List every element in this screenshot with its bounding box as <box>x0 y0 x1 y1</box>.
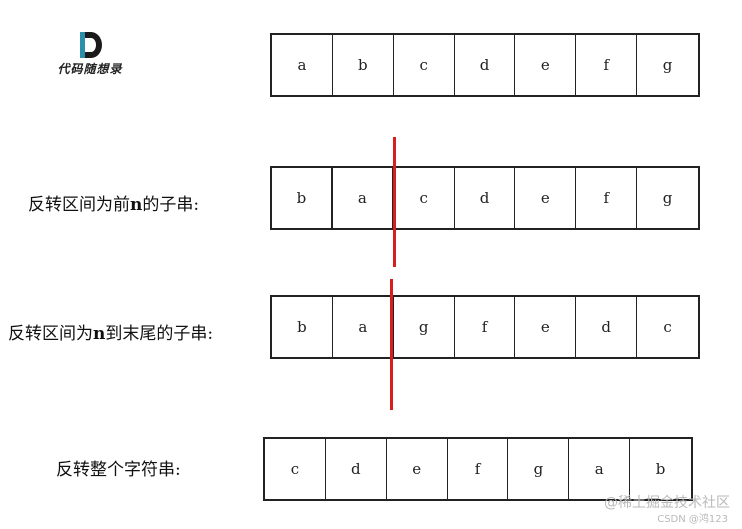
array-cell: c <box>394 168 455 228</box>
split-divider-line <box>390 279 393 410</box>
label-var: n <box>130 195 143 215</box>
array-cell: b <box>655 460 666 478</box>
step-label-reverse-all: 反转整个字符串: <box>56 455 181 480</box>
array-cell: f <box>576 35 638 95</box>
array-cell: e <box>515 168 577 228</box>
logo-text: 代码随想录 <box>57 62 123 76</box>
array-cell: b <box>333 35 394 95</box>
array-cell: d <box>576 297 638 357</box>
array-cell: d <box>455 35 516 95</box>
label-text: 反转区间为 <box>8 324 93 344</box>
array-cell: c <box>265 439 326 499</box>
label-text: 反转整个字符串: <box>56 460 181 480</box>
array-cell: e <box>515 297 577 357</box>
array-cell: f <box>455 297 516 357</box>
array-cell: g <box>662 189 673 207</box>
array-cell: f <box>576 168 638 228</box>
label-text: 到末尾的子串: <box>105 324 214 344</box>
array-cell: g <box>394 297 455 357</box>
array-cell: g <box>662 56 673 74</box>
step-label-reverse-first-n: 反转区间为前n的子串: <box>28 190 199 215</box>
array-cell: a <box>333 297 394 357</box>
array-cell: d <box>326 439 387 499</box>
step-label-reverse-n-to-end: 反转区间为n到末尾的子串: <box>8 319 213 344</box>
array-row-reverse-n-to-end: b a g f e d c <box>270 295 700 359</box>
array-cell: a <box>272 35 333 95</box>
watermark-text: @稀土掘金技术社区 <box>604 495 730 511</box>
array-cell: d <box>455 168 516 228</box>
array-cell: a <box>569 439 631 499</box>
credit-text: CSDN @鸿123 <box>657 514 728 525</box>
array-cell: e <box>515 35 577 95</box>
array-cell: c <box>663 318 672 336</box>
array-cell: b <box>272 168 333 228</box>
split-divider-line <box>393 137 396 267</box>
array-cell: f <box>448 439 509 499</box>
array-row-reverse-all: c d e f g a b <box>263 437 693 501</box>
logo: 代码随想录 <box>40 28 140 80</box>
array-row-original: a b c d e f g <box>270 33 700 97</box>
array-cell: b <box>272 297 333 357</box>
label-text: 的子串: <box>142 195 200 215</box>
array-cell: g <box>508 439 570 499</box>
label-var: n <box>93 324 106 344</box>
array-cell: e <box>387 439 448 499</box>
array-row-reverse-first-n: b a c d e f g <box>270 166 700 230</box>
label-text: 反转区间为前 <box>28 195 130 215</box>
logo-d-icon <box>80 32 102 58</box>
array-cell: a <box>333 168 394 228</box>
array-cell: c <box>394 35 455 95</box>
